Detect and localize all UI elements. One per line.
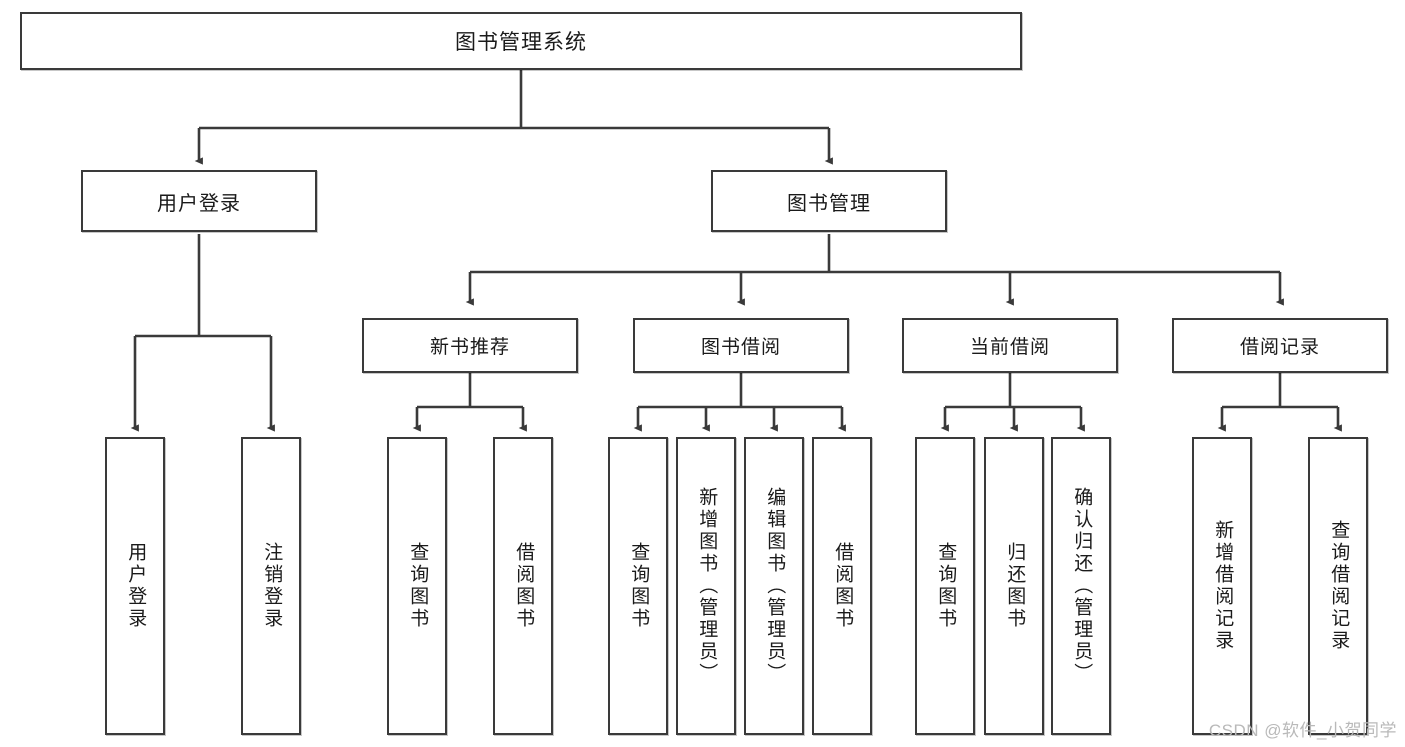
node-label: 图书管理系统 bbox=[455, 31, 587, 54]
node-sub-new-book-recommend[interactable]: 新书推荐 bbox=[362, 318, 578, 373]
node-label: 新增借阅记录 bbox=[1212, 520, 1234, 652]
node-branch-user-login[interactable]: 用户登录 bbox=[81, 170, 317, 232]
node-label: 归还图书 bbox=[1004, 542, 1026, 630]
node-root-system[interactable]: 图书管理系统 bbox=[20, 12, 1022, 70]
node-label: 图书管理 bbox=[787, 192, 871, 215]
node-label: 查询图书 bbox=[628, 542, 650, 630]
node-leaf-user-logout[interactable]: 注销登录 bbox=[241, 437, 301, 735]
node-label: 确认归还（管理员） bbox=[1071, 487, 1093, 685]
node-label: 查询图书 bbox=[407, 542, 429, 630]
node-label: 注销登录 bbox=[261, 542, 283, 630]
node-label: 查询借阅记录 bbox=[1328, 520, 1350, 652]
node-leaf-current-return-book[interactable]: 归还图书 bbox=[984, 437, 1044, 735]
node-label: 借阅图书 bbox=[513, 542, 535, 630]
node-label: 用户登录 bbox=[125, 542, 147, 630]
node-label: 当前借阅 bbox=[969, 337, 1050, 358]
node-label: 用户登录 bbox=[157, 192, 241, 215]
node-leaf-user-login[interactable]: 用户登录 bbox=[105, 437, 165, 735]
node-leaf-current-query-book[interactable]: 查询图书 bbox=[915, 437, 975, 735]
node-leaf-borrow-add-book-admin[interactable]: 新增图书（管理员） bbox=[676, 437, 736, 735]
node-label: 查询图书 bbox=[935, 542, 957, 630]
node-leaf-current-confirm-return-admin[interactable]: 确认归还（管理员） bbox=[1051, 437, 1111, 735]
node-label: 借阅图书 bbox=[832, 542, 854, 630]
node-leaf-recommend-borrow-book[interactable]: 借阅图书 bbox=[493, 437, 553, 735]
node-label: 图书借阅 bbox=[700, 337, 781, 358]
node-sub-current-borrow[interactable]: 当前借阅 bbox=[902, 318, 1118, 373]
node-leaf-borrow-query-book[interactable]: 查询图书 bbox=[608, 437, 668, 735]
node-leaf-borrow-borrow-book[interactable]: 借阅图书 bbox=[812, 437, 872, 735]
node-branch-book-management[interactable]: 图书管理 bbox=[711, 170, 947, 232]
node-sub-book-borrow[interactable]: 图书借阅 bbox=[633, 318, 849, 373]
node-leaf-record-add-borrow-record[interactable]: 新增借阅记录 bbox=[1192, 437, 1252, 735]
node-leaf-recommend-query-book[interactable]: 查询图书 bbox=[387, 437, 447, 735]
node-leaf-record-query-borrow-record[interactable]: 查询借阅记录 bbox=[1308, 437, 1368, 735]
node-label: 借阅记录 bbox=[1239, 337, 1320, 358]
node-label: 新书推荐 bbox=[429, 337, 510, 358]
csdn-watermark: CSDN @软件_小贺同学 bbox=[1208, 721, 1397, 740]
node-leaf-borrow-edit-book-admin[interactable]: 编辑图书（管理员） bbox=[744, 437, 804, 735]
node-label: 编辑图书（管理员） bbox=[764, 487, 786, 685]
node-label: 新增图书（管理员） bbox=[696, 487, 718, 685]
node-sub-borrow-record[interactable]: 借阅记录 bbox=[1172, 318, 1388, 373]
